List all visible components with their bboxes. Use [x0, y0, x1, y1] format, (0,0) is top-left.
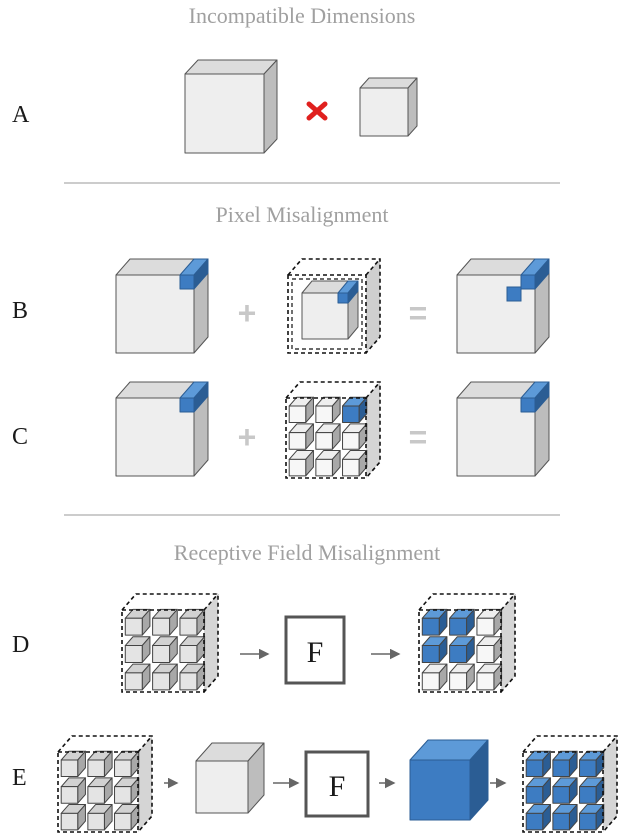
- voxel: [315, 450, 341, 477]
- cross-icon: [306, 101, 328, 121]
- voxel: [114, 804, 140, 831]
- voxel: [87, 777, 113, 804]
- voxel: [288, 450, 314, 477]
- misaligned-volume: [287, 258, 381, 354]
- blue-voxel: [520, 258, 550, 290]
- voxel: [152, 608, 178, 636]
- voxel: [476, 608, 503, 636]
- dashed-volume: [285, 381, 381, 479]
- function-box: [304, 750, 370, 818]
- dashed-volume: [121, 593, 219, 693]
- voxel: [342, 423, 368, 450]
- function-label: F: [329, 770, 346, 803]
- section-title-pixel-misalignment: Pixel Misalignment: [216, 202, 389, 227]
- section-title-receptive-field-misalignment: Receptive Field Misalignment: [174, 540, 440, 565]
- function-label: F: [307, 636, 324, 669]
- blue-voxel: [579, 750, 605, 778]
- dashed-volume: [522, 735, 618, 833]
- voxel: [114, 750, 140, 778]
- voxel: [315, 423, 341, 450]
- blue-voxel: [179, 258, 209, 290]
- blue-voxel: [520, 381, 550, 413]
- blue-voxel: [449, 636, 475, 663]
- dashed-volume: [57, 735, 153, 833]
- blue-voxel: [552, 750, 578, 778]
- voxel-grid: [121, 593, 219, 693]
- voxel: [114, 777, 140, 804]
- blue-voxel: [525, 777, 551, 804]
- row-label-d: D: [12, 632, 29, 658]
- voxel: [179, 663, 206, 691]
- voxel: [60, 750, 86, 778]
- small-cube: [359, 77, 418, 137]
- row-label-a: A: [12, 102, 30, 128]
- blue-voxel: [421, 636, 448, 663]
- blue-voxel: [342, 396, 368, 424]
- row-label-b: B: [12, 298, 28, 324]
- blue-voxel: [552, 777, 578, 804]
- plus-sign: +: [238, 419, 257, 455]
- voxel: [152, 636, 178, 663]
- blue-voxel: [525, 804, 551, 831]
- voxel: [124, 663, 151, 691]
- voxel: [124, 636, 151, 663]
- voxel: [315, 396, 341, 424]
- voxel: [60, 804, 86, 831]
- plus-sign: +: [238, 295, 257, 331]
- voxel-grid: [418, 593, 516, 693]
- single-cube: [195, 742, 265, 814]
- function-box: [284, 615, 346, 685]
- voxel: [124, 608, 151, 636]
- blue-voxel: [449, 608, 475, 636]
- voxel: [179, 636, 206, 663]
- voxel-grid: [522, 735, 618, 833]
- row-c-cubes: [115, 381, 550, 479]
- voxel: [152, 663, 178, 691]
- row-a-cubes: [184, 59, 418, 154]
- dashed-volume: [287, 258, 381, 354]
- voxel: [87, 804, 113, 831]
- voxel-grid: [57, 735, 153, 833]
- blue-voxel: [525, 750, 551, 778]
- large-cube: [184, 59, 278, 154]
- voxel: [449, 663, 475, 691]
- blue-voxel: [579, 777, 605, 804]
- section-title-incompatible-dimensions: Incompatible Dimensions: [189, 3, 416, 28]
- voxel: [60, 777, 86, 804]
- row-e-cubes: [57, 735, 618, 833]
- voxel: [476, 636, 503, 663]
- voxel: [87, 750, 113, 778]
- row-d-cubes: [121, 593, 516, 693]
- row-b-cubes: [115, 258, 550, 354]
- voxel: [288, 396, 314, 424]
- voxel: [421, 663, 448, 691]
- voxel: [288, 423, 314, 450]
- equals-sign: =: [409, 419, 428, 455]
- blue-voxel: [552, 804, 578, 831]
- voxel: [179, 608, 206, 636]
- equals-sign: =: [409, 295, 428, 331]
- voxel: [476, 663, 503, 691]
- dashed-volume: [418, 593, 516, 693]
- blue-voxel: [179, 381, 209, 413]
- voxel: [342, 450, 368, 477]
- blue-voxel: [506, 286, 522, 302]
- row-label-c: C: [12, 424, 28, 450]
- row-label-e: E: [12, 765, 27, 791]
- blue-voxel: [337, 280, 359, 304]
- blue-voxel: [421, 608, 448, 636]
- voxel-grid: [285, 381, 381, 479]
- blue-cube: [409, 739, 489, 821]
- blue-voxel: [579, 804, 605, 831]
